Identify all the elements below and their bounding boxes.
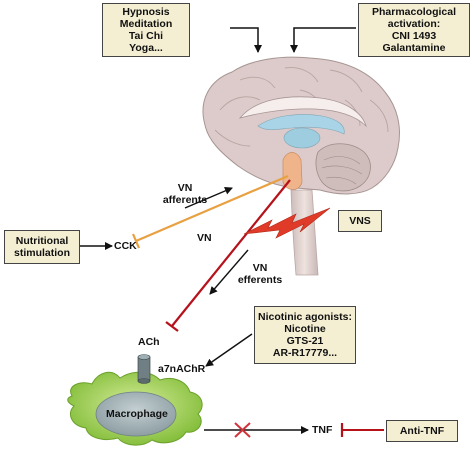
- vns-bolt: [243, 207, 331, 239]
- mind-body-line-2: Meditation: [119, 18, 173, 30]
- vn-efferent-fiber: [171, 179, 291, 327]
- block-x-icon: [234, 422, 251, 438]
- nutritional-line-2: stimulation: [13, 247, 70, 259]
- nicotinic-line-4: AR-R17779...: [272, 347, 338, 359]
- ach-label: ACh: [138, 336, 160, 348]
- cck-label: CCK: [114, 240, 137, 252]
- tnf-label: TNF: [312, 424, 333, 436]
- vn-efferents-line-2: efferents: [237, 274, 283, 286]
- pharmacological-line-4: Galantamine: [382, 42, 446, 54]
- arrow-pharmacological: [290, 27, 356, 53]
- nicotinic-line-2: Nicotine: [284, 323, 326, 335]
- a7nachr-label: a7nAChR: [158, 363, 206, 375]
- vn-label: VN: [197, 232, 212, 244]
- nicotinic-box: Nicotinic agonists: Nicotine GTS-21 AR-R…: [254, 306, 356, 364]
- vn-afferents-label: VN afferents: [150, 182, 220, 206]
- vn-afferents-line-2: afferents: [162, 194, 208, 206]
- pharmacological-box: Pharmacological activation: CNI 1493 Gal…: [358, 3, 470, 57]
- arrow-nicotinic: [205, 333, 253, 367]
- vn-afferent-fiber: [135, 174, 289, 243]
- efferent-arrow: [209, 249, 249, 295]
- vn-efferents-line-1: VN: [252, 262, 268, 274]
- vn-afferents-line-1: VN: [177, 182, 193, 194]
- nicotinic-line-3: GTS-21: [286, 335, 324, 347]
- pharmacological-line-1: Pharmacological: [371, 6, 457, 18]
- nicotinic-line-1: Nicotinic agonists:: [258, 311, 352, 323]
- arrow-mind-body: [230, 27, 262, 53]
- corpus-callosum: [238, 96, 367, 128]
- nutritional-box: Nutritional stimulation: [4, 230, 80, 264]
- thalamus: [283, 127, 321, 149]
- mind-body-line-4: Yoga...: [129, 42, 163, 54]
- vns-box: VNS: [338, 210, 382, 232]
- mind-body-line-3: Tai Chi: [128, 30, 164, 42]
- macrophage-nucleus: [95, 391, 177, 437]
- mind-body-box: Hypnosis Meditation Tai Chi Yoga...: [102, 3, 190, 57]
- anti-tnf-box: Anti-TNF: [386, 420, 458, 442]
- anti-tnf-label: Anti-TNF: [399, 425, 445, 437]
- afferent-arrow: [184, 187, 233, 209]
- brainstem: [282, 152, 303, 190]
- spinal-cord: [290, 189, 319, 276]
- cck-terminal: [131, 233, 141, 249]
- ach-terminal: [165, 321, 179, 332]
- pharmacological-line-3: CNI 1493: [391, 30, 437, 42]
- vn-efferents-label: VN efferents: [230, 262, 290, 286]
- vns-label: VNS: [349, 215, 371, 227]
- ventricle: [257, 114, 345, 135]
- pharmacological-line-2: activation:: [387, 18, 441, 30]
- cerebellum: [315, 143, 371, 192]
- nutritional-line-1: Nutritional: [15, 235, 69, 247]
- macrophage-label: Macrophage: [106, 408, 168, 420]
- a7nachr-receptor: [137, 354, 151, 384]
- mind-body-line-1: Hypnosis: [122, 6, 170, 18]
